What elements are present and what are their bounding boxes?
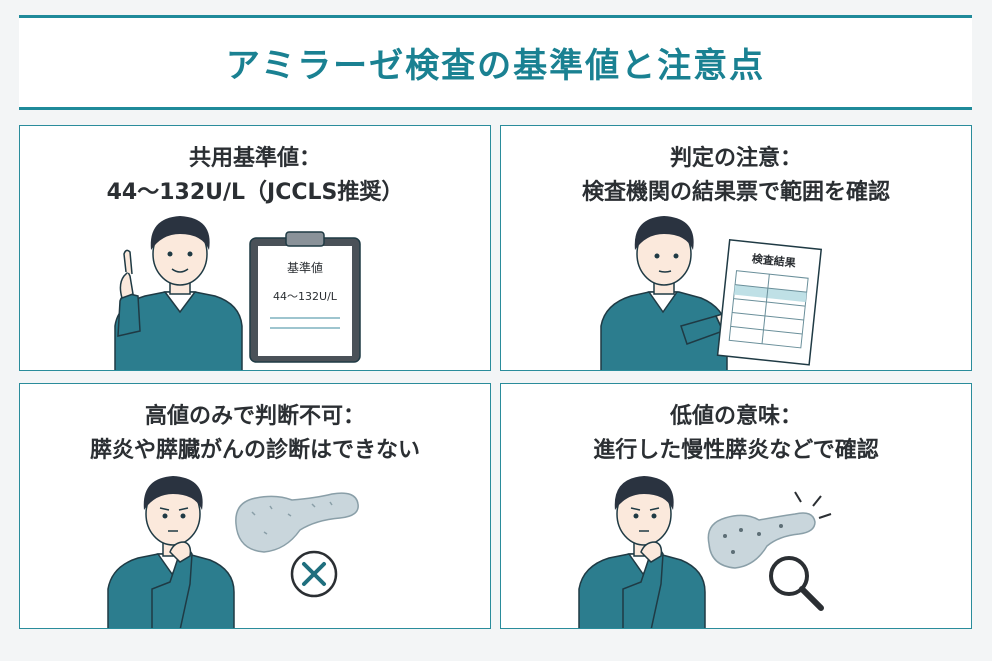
magnifier-icon	[769, 556, 824, 611]
clipboard-title: 基準値	[287, 260, 323, 275]
man-figure	[114, 216, 243, 370]
man-figure	[578, 476, 706, 628]
pancreas-shape	[235, 492, 359, 553]
man-thinking-pancreas-cross-illustration	[107, 476, 359, 628]
sparkle-lines	[794, 491, 832, 519]
panel-low-value: 低値の意味： 進行した慢性膵炎などで確認	[500, 383, 972, 629]
page-title: アミラーゼ検査の基準値と注意点	[225, 46, 766, 86]
man-thinking-pancreas-magnifier-illustration	[578, 476, 832, 628]
panel-reference-value: 共用基準値： 44～132U/L（JCCLS推奨） 基準値 44～132U/L	[19, 125, 491, 371]
panel-subheading: 検査機関の結果票で範囲を確認	[581, 180, 890, 205]
clipboard: 基準値 44～132U/L	[249, 231, 361, 363]
panel-subheading: 44～132U/L（JCCLS推奨）	[106, 180, 404, 205]
pancreas-shape	[707, 512, 816, 569]
panel-heading: 判定の注意：	[669, 146, 802, 171]
report-title: 検査結果	[751, 251, 796, 270]
panel-judgement-note: 判定の注意： 検査機関の結果票で範囲を確認 検査結果	[500, 125, 972, 371]
panel-heading: 共用基準値：	[188, 146, 321, 171]
cross-mark-icon	[290, 550, 338, 598]
title-banner: アミラーゼ検査の基準値と注意点	[19, 15, 972, 110]
panel-heading: 低値の意味：	[669, 404, 802, 429]
report-sheet: 検査結果	[716, 239, 823, 366]
man-pointing-clipboard-illustration: 基準値 44～132U/L	[114, 216, 361, 370]
panel-high-value: 高値のみで判断不可： 膵炎や膵臓がんの診断はできない	[19, 383, 491, 629]
clipboard-value: 44～132U/L	[273, 290, 338, 303]
panel-subheading: 膵炎や膵臓がんの診断はできない	[89, 438, 420, 463]
panel-heading: 高値のみで判断不可：	[144, 404, 365, 429]
man-figure	[107, 476, 235, 628]
man-reading-report-illustration: 検査結果	[600, 216, 823, 370]
panel-subheading: 進行した慢性膵炎などで確認	[593, 438, 879, 463]
